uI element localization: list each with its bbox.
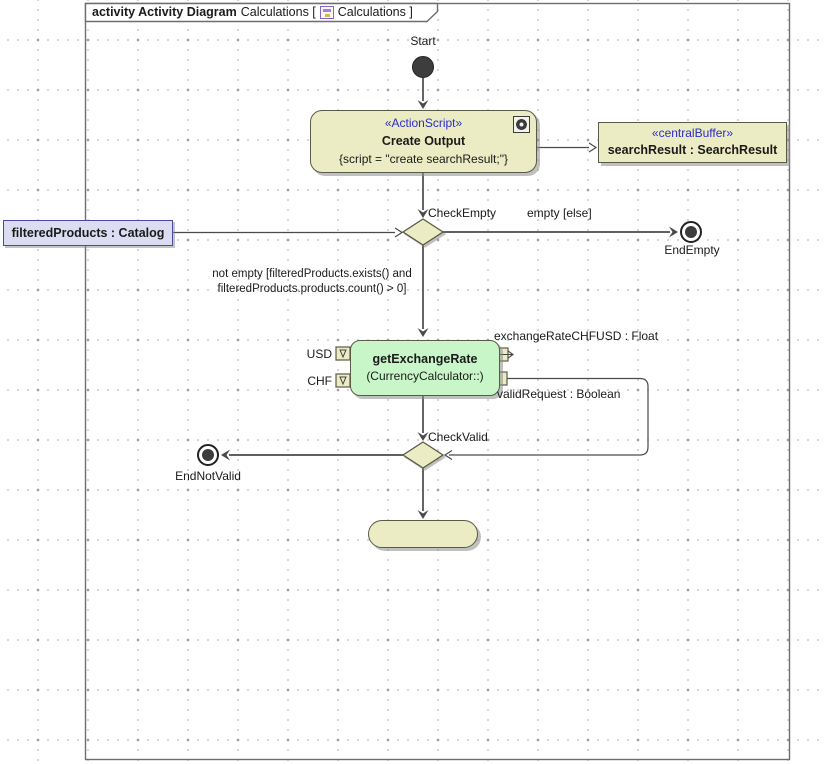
activity-diagram-icon: [319, 5, 334, 19]
decision-check-empty[interactable]: [401, 218, 445, 246]
action-create-output[interactable]: «ActionScript» Create Output {script = "…: [310, 110, 537, 173]
object-node-label: filteredProducts : Catalog: [11, 226, 165, 240]
action-script-text: {script = "create searchResult;"}: [339, 151, 508, 166]
stereotype-label: «centralBuffer»: [651, 126, 734, 141]
arrowhead: [417, 209, 429, 218]
end-empty-label: EndEmpty: [664, 243, 720, 257]
action-get-exchange-rate[interactable]: getExchangeRate (CurrencyCalculator::): [350, 340, 500, 396]
frame-title: activity Activity Diagram Calculations […: [92, 5, 413, 19]
initial-node-label: Start: [410, 34, 436, 48]
frame-title-name: Calculations [: [240, 5, 316, 19]
pin-triangle-icon: [339, 376, 347, 386]
guard-not-empty-line1: not empty [filteredProducts.exists() and: [212, 268, 412, 280]
action-unnamed-final[interactable]: [368, 520, 478, 548]
object-node-filtered-products[interactable]: filteredProducts : Catalog: [3, 220, 173, 246]
arrowhead: [417, 432, 429, 441]
open-arrowhead: [443, 449, 453, 461]
initial-node[interactable]: [412, 56, 434, 78]
pin-usd-label: USD: [306, 347, 332, 361]
action-name: Create Output: [381, 134, 466, 149]
arrowhead: [417, 510, 429, 519]
activity-final-end-empty[interactable]: [680, 221, 702, 243]
action-name: getExchangeRate: [372, 352, 478, 367]
buffer-name: searchResult : SearchResult: [607, 143, 778, 158]
guard-not-empty: not empty [filteredProducts.exists() and…: [212, 267, 411, 297]
pin-chf-label: CHF: [307, 374, 332, 388]
guard-not-empty-line2: filteredProducts.products.count() > 0]: [217, 283, 407, 295]
action-qualifier: (CurrencyCalculator::): [366, 369, 484, 384]
pin-triangle-icon: [339, 349, 347, 359]
central-buffer-search-result[interactable]: «centralBuffer» searchResult : SearchRes…: [598, 122, 787, 163]
end-not-valid-label: EndNotValid: [175, 469, 241, 483]
decision-check-empty-label: CheckEmpty: [428, 206, 497, 220]
open-arrowhead: [588, 142, 598, 153]
edge-valid-request-to-check-valid[interactable]: [449, 377, 649, 456]
pin-exchange-rate-label: exchangeRateCHFUSD : Float: [494, 329, 659, 343]
open-arrowhead: [394, 227, 404, 238]
arrowhead: [417, 328, 429, 337]
decision-check-valid[interactable]: [401, 441, 445, 469]
arrowhead: [669, 226, 678, 238]
pin-valid-request-label: validRequest : Boolean: [497, 387, 621, 401]
activity-final-end-not-valid[interactable]: [197, 444, 219, 466]
arrowhead: [417, 100, 429, 109]
decision-check-valid-label: CheckValid: [428, 430, 488, 444]
frame-title-keyword: activity Activity Diagram: [92, 5, 237, 19]
stereotype-label: «ActionScript»: [384, 116, 463, 131]
guard-empty-else: empty [else]: [527, 206, 592, 220]
frame-title-closing: Calculations ]: [337, 5, 413, 19]
diagram-frame-tab: [84, 2, 439, 23]
arrowhead: [221, 449, 230, 461]
gear-icon: [513, 116, 530, 133]
